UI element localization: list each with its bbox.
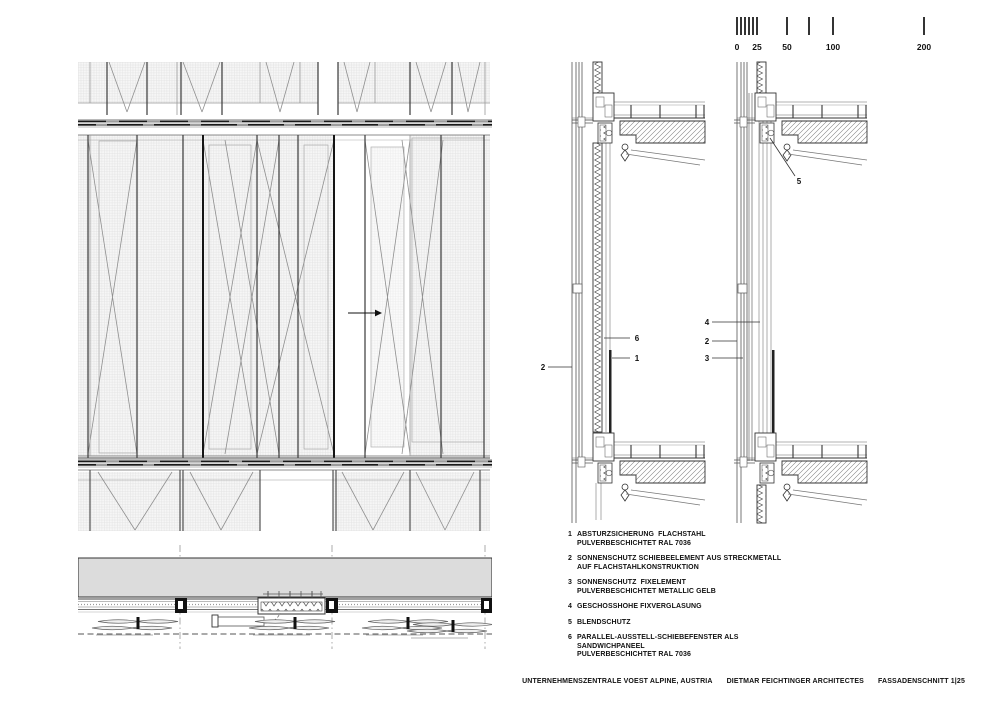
legend-text: ABSTURZSICHERUNG FLACHSTAHL: [577, 531, 706, 538]
scale-label-25: 25: [752, 42, 762, 52]
sunscreen-bracket: [737, 283, 748, 294]
legend-text: SANDWICHPANEEL: [577, 642, 645, 650]
sunscreen-bracket: [572, 283, 583, 294]
caption-project: UNTERNEHMENSZENTRALE VOEST ALPINE, AUSTR…: [522, 678, 713, 685]
elevation-bottom-band: [78, 469, 490, 531]
floor-slab-assembly-top: [733, 92, 868, 166]
legend-number: 2: [568, 555, 572, 562]
legend-number: 6: [568, 634, 572, 641]
callout-1: 1: [635, 354, 640, 363]
legend-item-3: 3 SONNENSCHUTZ FIXELEMENT PULVERBESCHICH…: [568, 579, 818, 596]
floor-slab-assembly-bottom: [733, 432, 868, 506]
legend-text: PARALLEL-AUSSTELL-SCHIEBEFENSTER ALS: [577, 634, 739, 641]
sandwich-panel-strip-top: [756, 61, 767, 94]
callouts-right: 4 2 3 5: [705, 137, 802, 363]
slide-direction-arrow-icon: [348, 309, 382, 317]
streckmetall-band-plan: [78, 557, 492, 598]
legend-text: BLENDSCHUTZ: [577, 618, 631, 626]
fall-protection-bar: [772, 350, 775, 436]
sandwich-panel-strip: [592, 142, 603, 433]
callout-2-left: 2: [541, 363, 546, 372]
sunshade-lamellas-plan: [91, 616, 492, 639]
page-caption: UNTERNEHMENSZENTRALE VOEST ALPINE, AUSTR…: [522, 678, 965, 685]
legend-text: GESCHOSSHOHE FIXVERGLASUNG: [577, 603, 702, 610]
floor-slab-band-lower: [78, 458, 492, 468]
sandwich-panel-strip-top: [592, 61, 603, 94]
elevation-top-band: [78, 62, 490, 115]
scale-bar-ticks: [736, 17, 925, 35]
scale-bar: 0 25 50 100 200: [735, 17, 931, 52]
sliding-window-plan-detail: [211, 591, 326, 628]
scale-label-0: 0: [735, 42, 740, 52]
legend-text: PULVERBESCHICHTET RAL 7036: [577, 651, 691, 658]
legend-item-6: 6 PARALLEL-AUSSTELL-SCHIEBEFENSTER ALS S…: [568, 634, 818, 660]
legend-text: PULVERBESCHICHTET RAL 7036: [577, 539, 691, 547]
mullion-blocks: [175, 598, 492, 613]
callouts-left: 2 6 1: [541, 334, 640, 372]
caption-drawing-title: FASSADENSCHNITT 1|25: [877, 678, 965, 685]
legend-number: 3: [568, 579, 572, 586]
sandwich-panel-strip-bottom: [756, 484, 767, 524]
section-detail-right: 4 2 3 5: [705, 61, 868, 524]
legend-item-5: 5 BLENDSCHUTZ: [568, 619, 818, 628]
legend-text: SONNENSCHUTZ SCHIEBEELEMENT AUS STRECKME…: [577, 555, 782, 562]
callout-3: 3: [705, 354, 710, 363]
legend-item-1: 1 ABSTURZSICHERUNG FLACHSTAHL PULVERBESC…: [568, 531, 818, 548]
fall-protection-bar: [609, 350, 612, 436]
legend-item-2: 2 SONNENSCHUTZ SCHIEBEELEMENT AUS STRECK…: [568, 555, 818, 572]
callout-4: 4: [705, 318, 710, 327]
section-details-drawing: 2 6 1: [541, 61, 868, 524]
legend-text: AUF FLACHSTAHLKONSTRUKTION: [577, 563, 699, 571]
facade-elevation-drawing: [78, 62, 492, 531]
callout-6: 6: [635, 334, 640, 343]
legend-text: PULVERBESCHICHTET METALLIC GELB: [577, 587, 716, 595]
scale-label-200: 200: [917, 42, 931, 52]
legend-number: 1: [568, 531, 572, 538]
callout-5: 5: [797, 177, 802, 186]
scale-label-100: 100: [826, 42, 840, 52]
floor-slab-assembly-top: [571, 92, 706, 166]
floor-slab-band-upper: [78, 118, 492, 128]
legend-number: 4: [568, 603, 572, 610]
facade-plan-section-drawing: [78, 545, 492, 649]
legend-item-4: 4 GESCHOSSHOHE FIXVERGLASUNG: [568, 603, 818, 612]
legend: 1 ABSTURZSICHERUNG FLACHSTAHL PULVERBESC…: [568, 531, 818, 667]
elevation-main-storey: [78, 134, 490, 459]
floor-slab-assembly-bottom: [571, 432, 706, 506]
legend-text: SONNENSCHUTZ FIXELEMENT: [577, 579, 686, 586]
sunscreen-x-bracing: [87, 139, 444, 455]
caption-architect: DIETMAR FEICHTINGER ARCHITECTES: [726, 678, 864, 685]
legend-number: 5: [568, 618, 572, 626]
scale-label-50: 50: [782, 42, 792, 52]
callout-2-right: 2: [705, 337, 710, 346]
section-detail-left: 2 6 1: [541, 61, 706, 523]
